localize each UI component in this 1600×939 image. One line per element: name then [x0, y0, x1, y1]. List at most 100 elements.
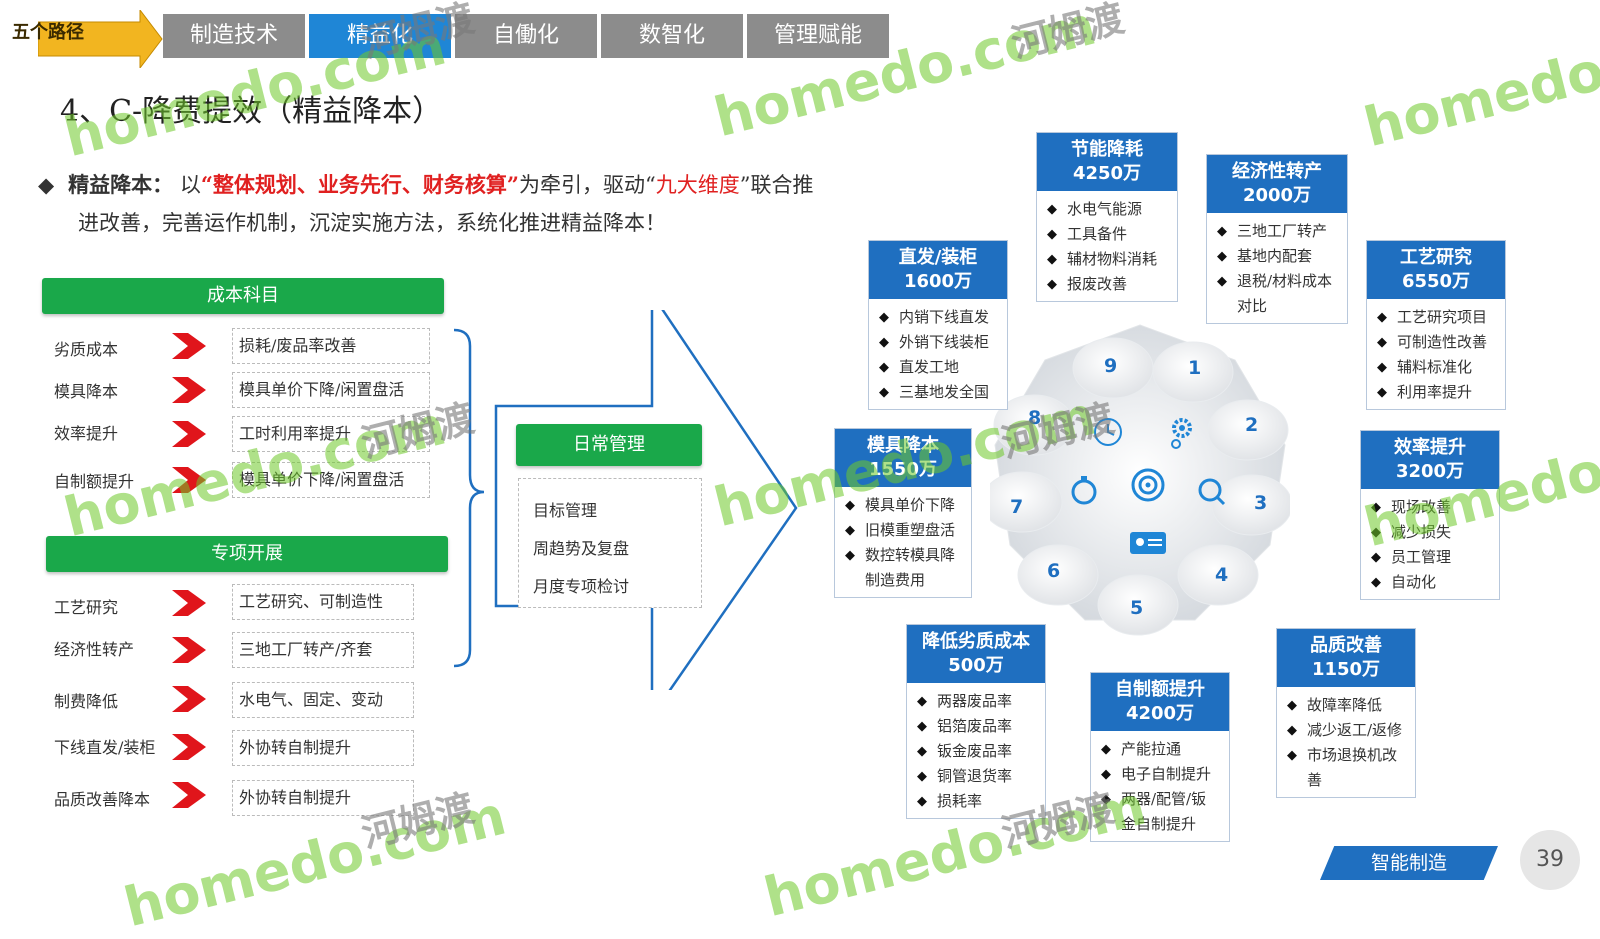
tab-digital-intelligence[interactable]: 数智化: [601, 14, 743, 58]
card-item: 报废改善: [1047, 272, 1169, 297]
cost-row-label: 劣质成本: [54, 340, 119, 359]
red-arrow-icon: [172, 686, 206, 712]
red-arrow-icon: [172, 782, 206, 808]
red-arrow-icon: [172, 637, 206, 663]
section-tag: 智能制造: [1320, 846, 1498, 880]
card-title: 直发/装柜: [898, 247, 978, 268]
card-item: 工具备件: [1047, 222, 1169, 247]
card-amount: 500万: [948, 655, 1004, 676]
intro-text-1: 以: [179, 173, 201, 197]
wheel-number: 3: [1254, 492, 1267, 514]
daily-header: 日常管理: [516, 424, 702, 466]
card-title: 降低劣质成本: [922, 631, 1030, 652]
wheel-number: 9: [1104, 355, 1117, 377]
cost-subjects-header: 成本科目: [42, 278, 444, 314]
card-amount: 1150万: [1311, 659, 1381, 680]
tab-manufacturing-tech[interactable]: 制造技术: [163, 14, 305, 58]
watermark-cn: 河姆渡: [1007, 0, 1129, 67]
card-item: 铜管退货率: [917, 764, 1037, 789]
wheel-number: 7: [1010, 496, 1023, 518]
special-row-value: 外协转自制提升: [232, 780, 414, 816]
card-item: 基地内配套: [1217, 244, 1339, 269]
card-item: 自动化: [1371, 570, 1491, 595]
card-item: 可制造性改善: [1377, 330, 1497, 355]
cost-row-label: 效率提升: [54, 424, 119, 443]
special-row-value: 外协转自制提升: [232, 730, 414, 766]
tab-lean[interactable]: 精益化: [309, 14, 451, 58]
card-amount: 1550万: [868, 459, 938, 480]
wheel-number: 5: [1130, 597, 1143, 619]
card-title: 自制额提升: [1115, 679, 1205, 700]
card-item: 损耗率: [917, 789, 1037, 814]
special-row-label: 品质改善降本: [54, 790, 151, 809]
intro-quote-2: 九大维度: [655, 173, 740, 197]
tab-management-enablement[interactable]: 管理赋能: [747, 14, 889, 58]
card-item: 钣金废品率: [917, 739, 1037, 764]
wheel-number: 6: [1047, 560, 1060, 582]
red-arrow-icon: [172, 734, 206, 760]
special-row-value: 三地工厂转产/齐套: [232, 632, 414, 668]
card-amount: 3200万: [1395, 461, 1465, 482]
card-title: 模具降本: [867, 435, 939, 456]
card-item: 内销下线直发: [879, 305, 999, 330]
card-item: 旧模重塑盘活: [845, 518, 963, 543]
card-item: 模具单价下降: [845, 493, 963, 518]
card-item: 两器废品率: [917, 689, 1037, 714]
card-item: 数控转模具降制造费用: [845, 543, 963, 593]
card-amount: 1600万: [903, 271, 973, 292]
special-row-label: 下线直发/装柜: [54, 738, 156, 757]
card-mold-cost: 模具降本 1550万 模具单价下降旧模重塑盘活数控转模具降制造费用: [834, 428, 972, 598]
card-item: 铝箔废品率: [917, 714, 1037, 739]
red-arrow-icon: [172, 333, 206, 359]
card-header: 自制额提升 4200万: [1091, 673, 1229, 731]
gear-icon: [1171, 418, 1192, 449]
special-row-value: 工艺研究、可制造性: [232, 584, 414, 620]
watermark-brand: homedo.com: [1358, 3, 1600, 160]
card-title: 效率提升: [1394, 437, 1466, 458]
card-header: 降低劣质成本 500万: [907, 625, 1045, 683]
cost-row-label: 自制额提升: [54, 472, 135, 491]
target-icon: [1131, 468, 1165, 502]
card-item: 三地工厂转产: [1217, 219, 1339, 244]
intro-text-2: 为牵引，驱动“: [519, 173, 656, 197]
card-item: 减少返工/返修: [1287, 718, 1407, 743]
card-amount: 4250万: [1072, 163, 1142, 184]
intro-paragraph: ◆精益降本： 以“整体规划、业务先行、财务核算”为牵引，驱动“九大维度”联合推 …: [38, 166, 958, 242]
card-item: 工艺研究项目: [1377, 305, 1497, 330]
stopwatch-icon: [1071, 476, 1097, 505]
card-header: 效率提升 3200万: [1361, 431, 1499, 489]
card-item: 减少损失: [1371, 520, 1491, 545]
card-item: 产能拉通: [1101, 737, 1221, 762]
card-amount: 4200万: [1125, 703, 1195, 724]
daily-item: 目标管理: [533, 501, 598, 520]
special-row-label: 制费降低: [54, 692, 119, 711]
red-arrow-icon: [172, 467, 206, 493]
path-badge: [38, 10, 163, 68]
card-item: 故障率降低: [1287, 693, 1407, 718]
cost-row-value: 损耗/废品率改善: [232, 328, 430, 364]
special-row-value: 水电气、固定、变动: [232, 682, 414, 718]
path-badge-label: 五个路径: [12, 22, 84, 43]
card-item: 利用率提升: [1377, 380, 1497, 405]
page-number: 39: [1520, 830, 1580, 890]
wheel-number: 1: [1188, 357, 1201, 379]
card-amount: 6550万: [1401, 271, 1471, 292]
tab-jidoka[interactable]: 自働化: [455, 14, 597, 58]
card-item: 水电气能源: [1047, 197, 1169, 222]
page-title: 4、C-降费提效（精益降本）: [60, 94, 443, 129]
intro-text-3: ”联合推: [739, 173, 814, 197]
card-item: 直发工地: [879, 355, 999, 380]
intro-line-2: 进改善，完善运作机制，沉淀实施方法，系统化推进精益降本！: [78, 211, 666, 235]
daily-item: 周趋势及复盘: [533, 539, 630, 558]
card-amount: 2000万: [1242, 185, 1312, 206]
wheel-number: 2: [1245, 414, 1258, 436]
search-icon: [1198, 478, 1226, 506]
card-item: 三基地发全国: [879, 380, 999, 405]
